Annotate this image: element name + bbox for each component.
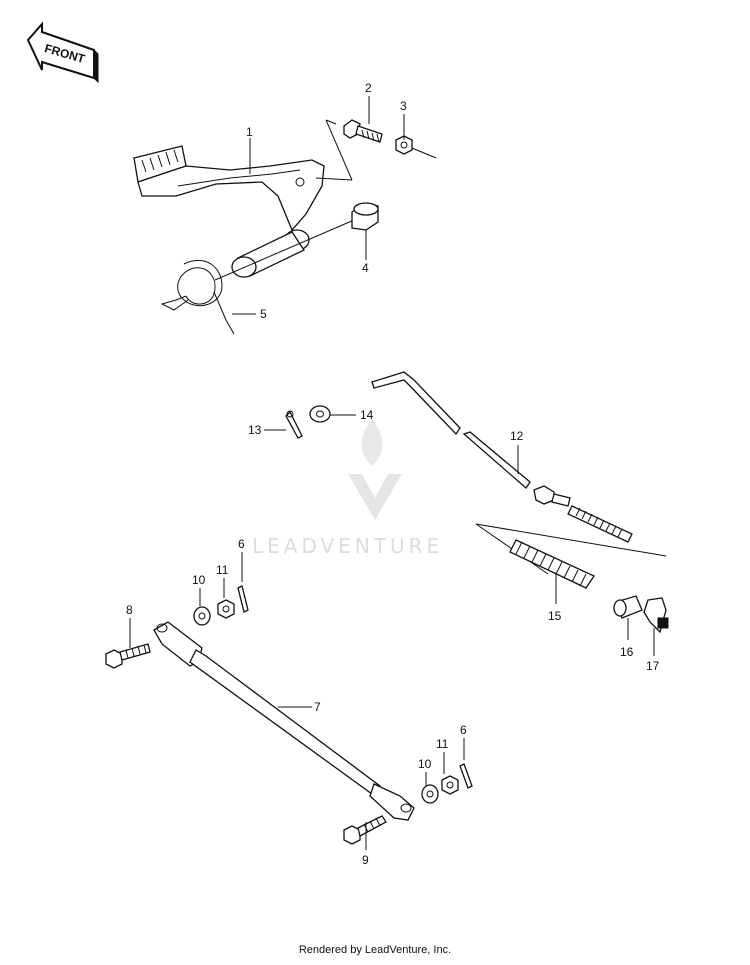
clip-part [643,597,669,634]
cotter-pin-part [459,763,473,789]
footer-credit: Rendered by LeadVenture, Inc. [298,944,452,956]
return-spring-part [160,259,235,335]
callout-14: 14 [360,408,374,422]
callout-11-upper: 11 [216,563,229,577]
washer-part [193,606,211,626]
washer-part [421,784,439,804]
cotter-pin-part [237,585,249,613]
front-arrow-icon: FRONT [26,21,99,84]
watermark: LEADVENTURE [252,418,443,558]
callout-3: 3 [400,99,407,113]
link-rod-part [153,621,415,821]
callout-1: 1 [246,125,253,139]
nut-part [395,135,437,159]
bushing-part [351,202,379,231]
brake-rod-part [371,371,633,543]
callout-17: 17 [646,659,660,673]
callout-16: 16 [620,645,634,659]
nut-part [441,775,459,795]
callout-5: 5 [260,307,267,321]
callout-12: 12 [510,429,524,443]
cotter-pin-part [285,410,303,439]
callout-13: 13 [248,423,262,437]
callout-10-upper: 10 [192,573,206,587]
bolt-part [105,643,151,669]
bolt-part [343,815,387,845]
washer-part [309,405,331,423]
nut-part [217,599,235,619]
callout-6-upper: 6 [238,537,245,551]
callout-2: 2 [365,81,372,95]
joint-part [613,595,643,619]
callout-10-lower: 10 [418,757,432,771]
callout-11-lower: 11 [436,737,449,751]
brake-switch-spring-part [475,523,667,589]
watermark-text: LEADVENTURE [252,534,443,558]
callout-8: 8 [126,603,133,617]
callout-6-lower: 6 [460,723,467,737]
callout-4: 4 [362,261,369,275]
leader-lines [129,96,655,850]
callout-9: 9 [362,853,369,867]
callout-15: 15 [548,609,562,623]
callout-7: 7 [314,700,321,714]
brake-pedal-part [133,145,355,281]
bolt-part [343,119,383,143]
